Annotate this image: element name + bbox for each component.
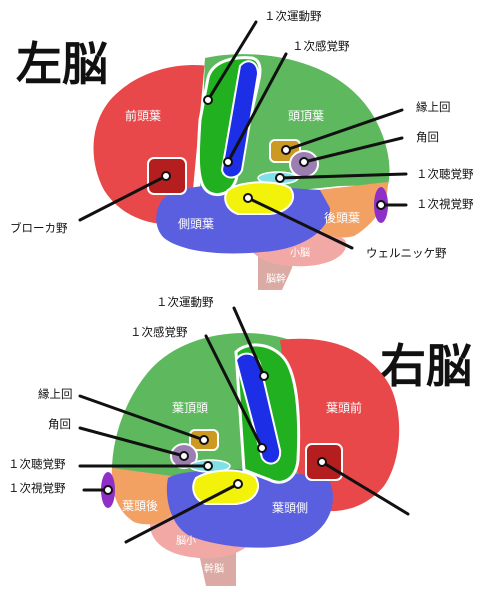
right-angular-marker (179, 451, 189, 461)
left-label-primary-motor: １次運動野 (264, 9, 322, 23)
left-label-angular: 角回 (416, 130, 439, 144)
left-brain-diagram: 左脳 前頭葉 頭頂葉 側頭葉 後頭葉 小脳 脳幹 (10, 9, 474, 290)
left-wernicke-leader (246, 196, 354, 250)
right-label-parietal: 葉頂頭 (172, 401, 208, 415)
left-label-temporal: 側頭葉 (178, 217, 214, 231)
left-angular-leader (302, 136, 404, 164)
right-label-frontal: 葉頭前 (326, 400, 362, 415)
right-sensory-marker (257, 443, 267, 453)
right-label-supramarginal: 縁上回 (38, 387, 73, 401)
left-wernicke-marker (243, 193, 253, 203)
right-supramarginal-leader (78, 394, 206, 442)
left-broca-marker (161, 171, 171, 181)
right-label-brainstem: 幹脳 (204, 562, 224, 575)
right-yellow-area (192, 469, 259, 505)
right-label-cerebellum: 脳小 (176, 535, 196, 547)
right-label-primary-sensory: １次感覚野 (130, 325, 188, 339)
left-label-parietal: 頭頂葉 (288, 109, 324, 123)
left-angular-marker (299, 157, 309, 167)
left-auditory-marker (275, 173, 285, 183)
right-label-temporal: 葉頭側 (272, 501, 308, 515)
right-occipital-lobe (111, 468, 176, 525)
left-visual-marker (376, 200, 386, 210)
left-broca-leader (78, 174, 168, 222)
right-label-primary-visual: １次視覚野 (8, 481, 66, 495)
left-auditory-leader (278, 172, 408, 180)
left-sensory-marker (223, 157, 233, 167)
right-sensory-leader (204, 334, 264, 450)
right-motor-leader (232, 306, 266, 378)
left-motor-marker (203, 95, 213, 105)
left-label-brainstem: 脳幹 (266, 272, 286, 285)
right-label-angular: 角回 (48, 417, 71, 431)
right-red-leader (320, 460, 410, 516)
right-angular-leader (78, 426, 186, 458)
left-motor-leader (206, 20, 258, 102)
left-brain-title: 左脳 (16, 37, 108, 91)
right-label-primary-motor: １次運動野 (156, 295, 214, 309)
right-visual-marker (103, 485, 113, 495)
right-primary-sensory-cortex (234, 352, 282, 465)
left-supramarginal-leader (284, 108, 404, 152)
left-sensory-leader (226, 52, 288, 164)
left-supramarginal-marker (281, 145, 291, 155)
left-label-occipital: 後頭葉 (324, 211, 360, 225)
right-yellow-marker (233, 479, 243, 489)
left-label-wernicke: ウェルニッケ野 (366, 246, 447, 260)
left-label-primary-auditory: １次聴覚野 (416, 167, 474, 181)
right-red-marker (317, 457, 327, 467)
left-occipital-lobe (316, 182, 388, 238)
right-supramarginal-marker (199, 435, 209, 445)
left-primary-sensory-cortex (220, 60, 260, 179)
right-brain-title: 右脳 (380, 339, 472, 393)
right-auditory-marker (203, 461, 213, 471)
right-label-occipital: 葉頭後 (122, 499, 158, 513)
left-label-supramarginal: 縁上回 (416, 100, 451, 114)
left-label-primary-sensory: １次感覚野 (292, 39, 350, 53)
right-motor-marker (259, 371, 269, 381)
right-yellow-leader (124, 482, 240, 544)
left-label-broca: ブローカ野 (10, 221, 68, 235)
left-wernicke-area (224, 181, 295, 215)
left-label-cerebellum: 小脳 (290, 247, 310, 259)
left-label-frontal: 前頭葉 (125, 108, 161, 123)
left-label-primary-visual: １次視覚野 (416, 197, 474, 211)
right-brain-diagram: 右脳 葉頂頭 葉頭前 葉頭後 葉頭側 脳小 幹脳 (8, 295, 472, 586)
right-label-primary-auditory: １次聴覚野 (8, 457, 66, 471)
left-frontal-lobe (93, 60, 225, 224)
